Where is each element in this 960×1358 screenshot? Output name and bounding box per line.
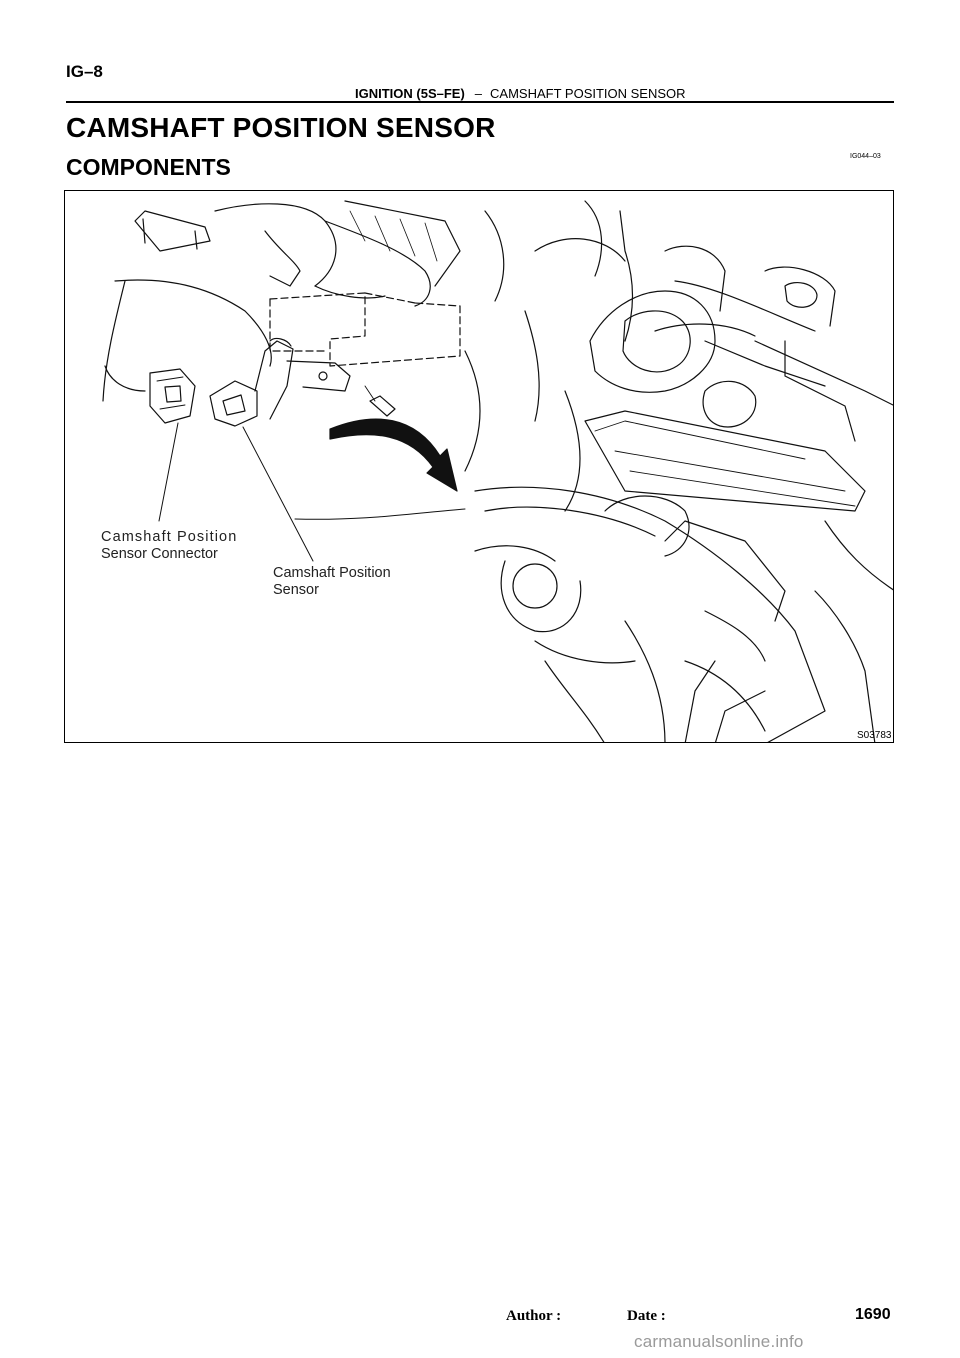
page-footer: Author : Date : 1690	[0, 1306, 960, 1332]
page-label: IG–8	[66, 62, 103, 81]
bracket-outline	[269, 292, 461, 367]
sensor-drawing	[209, 337, 396, 427]
date-label: Date :	[627, 1308, 666, 1324]
page-number: 1690	[855, 1306, 891, 1323]
air-duct-drawing	[102, 200, 461, 402]
connector-callout-line2: Sensor Connector	[101, 546, 218, 562]
running-header: IGNITION (5S–FE)–CAMSHAFT POSITION SENSO…	[355, 86, 686, 101]
section-heading: COMPONENTS	[66, 154, 231, 180]
author-label: Author :	[506, 1308, 562, 1324]
document-code: IG044–03	[850, 153, 881, 160]
sensor-callout-line1: Camshaft Position	[273, 565, 391, 581]
sensor-callout-line2: Sensor	[273, 582, 319, 598]
engine-head-drawing	[464, 200, 893, 557]
engine-line-drawing	[102, 200, 893, 742]
components-illustration: Camshaft Position Sensor Connector Camsh…	[64, 190, 894, 743]
header-rule	[66, 101, 894, 103]
connector-callout: Camshaft Position Sensor Connector	[101, 529, 237, 563]
header-topic: CAMSHAFT POSITION SENSOR	[490, 86, 686, 101]
header-separator: –	[474, 86, 483, 101]
header-section: IGNITION (5S–FE)	[355, 86, 465, 101]
direction-arrow	[329, 418, 458, 492]
figure-id: S03783	[857, 730, 892, 741]
bracket-housing-drawing	[474, 486, 893, 742]
connector-callout-line1: Camshaft Position	[101, 529, 238, 545]
connector-drawing	[104, 365, 196, 424]
sensor-callout: Camshaft Position Sensor	[273, 565, 391, 599]
watermark: carmanualsonline.info	[634, 1332, 804, 1351]
page-title: CAMSHAFT POSITION SENSOR	[66, 112, 496, 143]
leader-lines	[158, 422, 466, 562]
